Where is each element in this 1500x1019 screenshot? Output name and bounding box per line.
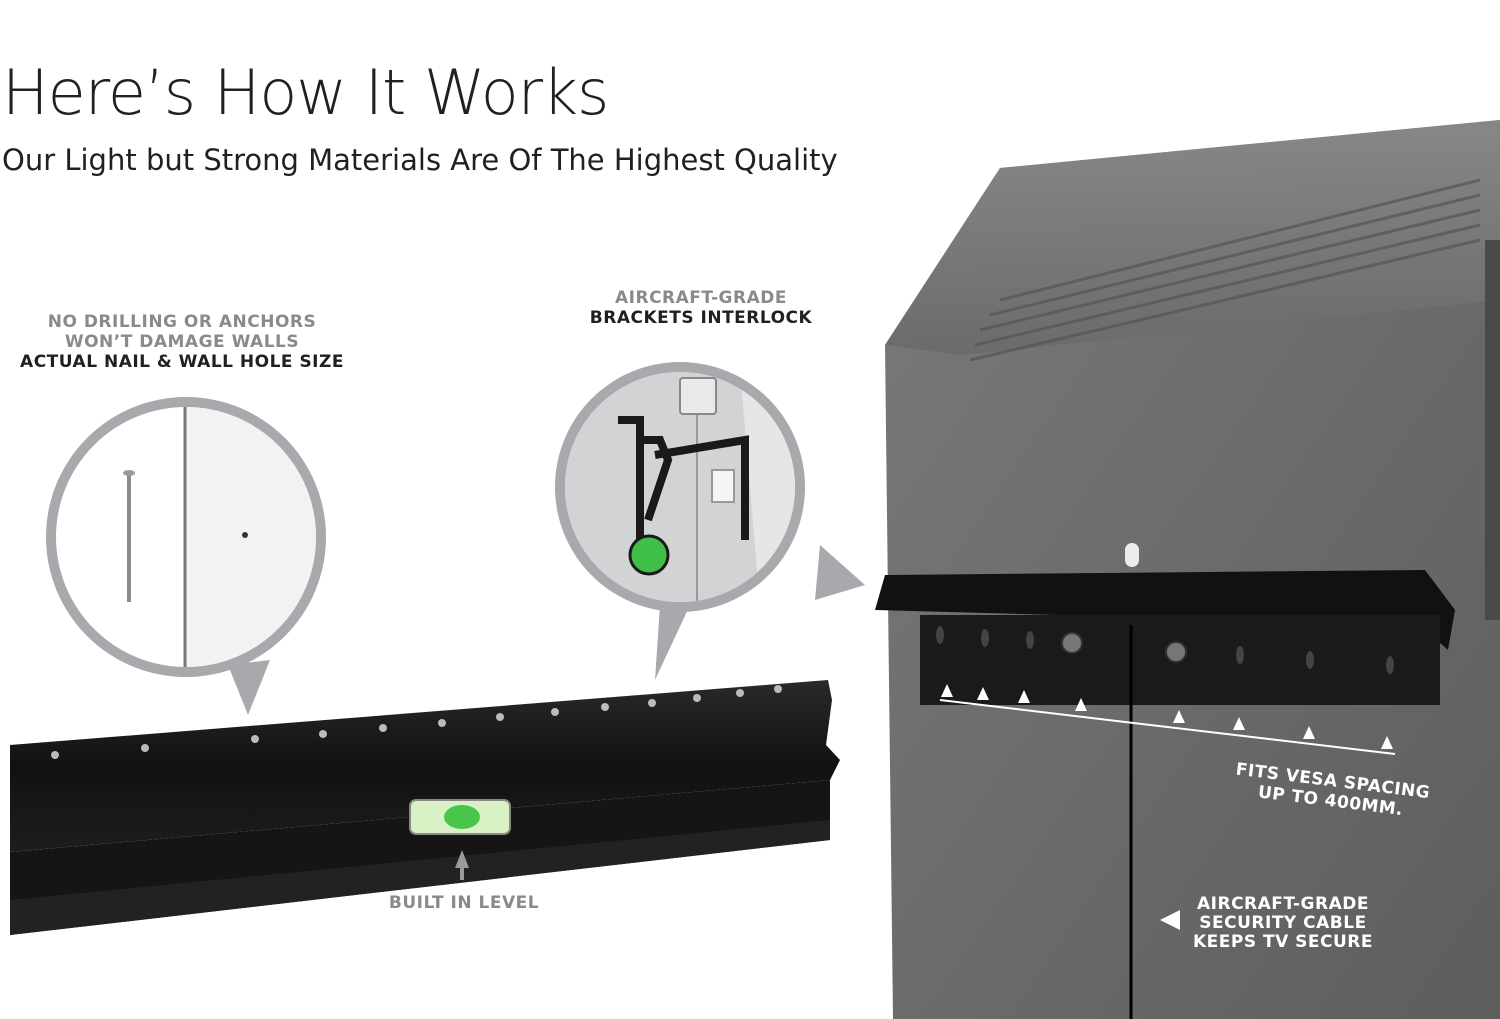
nail-callout: NO DRILLING OR ANCHORS WON’T DAMAGE WALL… [0, 312, 364, 372]
tv-back [885, 120, 1500, 1019]
vesa-spacing-markers [939, 684, 1396, 930]
bracket-zoom-bubble [555, 362, 865, 680]
page-subtitle: Our Light but Strong Materials Are Of Th… [2, 143, 838, 177]
brackets-callout: AIRCRAFT-GRADE BRACKETS INTERLOCK [570, 288, 832, 328]
level-callout: BUILT IN LEVEL [388, 893, 540, 913]
nail-callout-line2: WON’T DAMAGE WALLS [64, 332, 300, 352]
nail-callout-line1: NO DRILLING OR ANCHORS [47, 312, 317, 332]
nail-zoom-bubble [46, 397, 326, 715]
cable-callout-line3: KEEPS TV SECURE [1192, 932, 1374, 952]
bubble-level [409, 799, 511, 835]
page-title: Here’s How It Works [2, 56, 609, 129]
cable-callout: AIRCRAFT-GRADE SECURITY CABLE KEEPS TV S… [1178, 895, 1388, 952]
cable-callout-line2: SECURITY CABLE [1199, 913, 1367, 933]
brackets-callout-line1: AIRCRAFT-GRADE [615, 288, 787, 308]
nail-callout-line3: ACTUAL NAIL & WALL HOLE SIZE [20, 352, 344, 372]
tv-bracket [875, 543, 1455, 1019]
wall-rail [10, 680, 840, 935]
cable-callout-line1: AIRCRAFT-GRADE [1197, 894, 1369, 914]
brackets-callout-line2: BRACKETS INTERLOCK [589, 308, 813, 328]
